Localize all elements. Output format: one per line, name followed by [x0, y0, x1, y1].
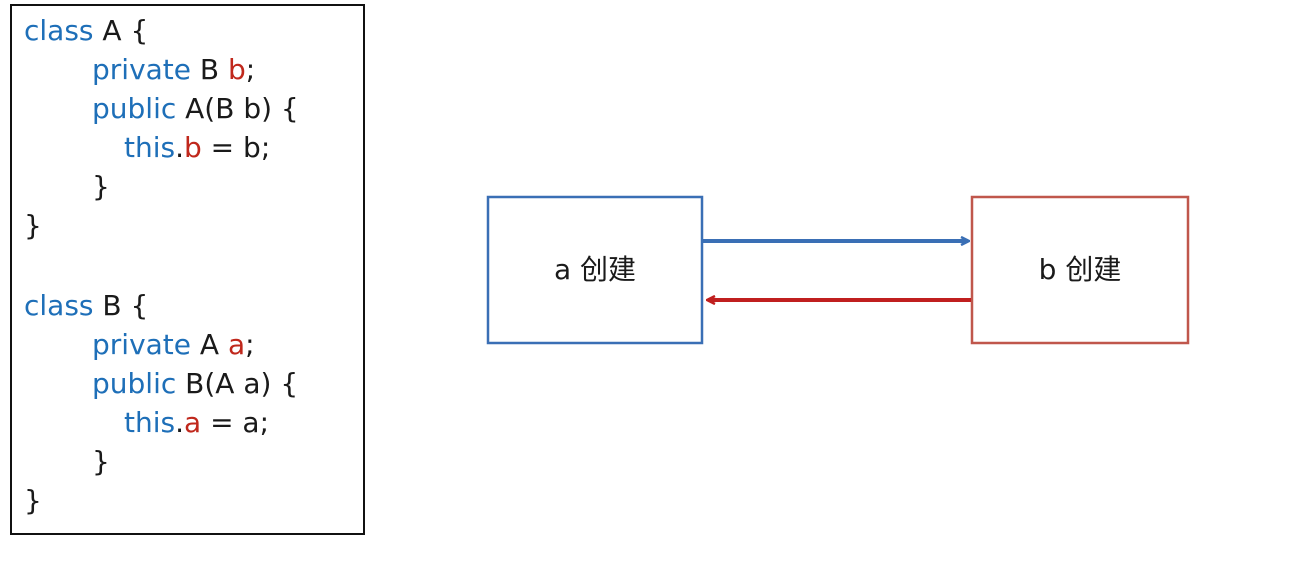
code-keyword: private [92, 328, 191, 361]
code-text: } [24, 209, 42, 242]
code-text: = b; [201, 131, 271, 164]
code-text: ; [245, 328, 255, 361]
code-line: class A { [24, 12, 148, 50]
code-keyword: this [124, 406, 176, 439]
code-text: } [92, 170, 110, 203]
code-text: } [92, 445, 110, 478]
code-text: B [191, 53, 229, 86]
code-text: } [24, 484, 42, 517]
code-line: public A(B b) { [92, 90, 299, 128]
code-line: } [24, 207, 42, 245]
code-line: } [92, 168, 110, 206]
code-line: private A a; [92, 326, 255, 364]
code-text: B { [93, 289, 149, 322]
code-line: this.b = b; [124, 129, 270, 167]
code-keyword: class [24, 289, 94, 322]
code-panel: class A {private B b;public A(B b) {this… [10, 4, 365, 535]
code-line: } [24, 482, 42, 520]
code-text: ; [245, 53, 256, 86]
code-field: a [184, 406, 202, 439]
code-keyword: public [92, 92, 177, 125]
node-a-label: a 创建 [553, 253, 637, 286]
code-line: } [92, 443, 110, 481]
code-keyword: public [92, 367, 177, 400]
code-text: A [191, 328, 228, 361]
code-text: A { [93, 14, 149, 47]
code-line: private B b; [92, 51, 255, 89]
code-line: class B { [24, 287, 148, 325]
code-keyword: private [92, 53, 191, 86]
code-text: B(A a) { [176, 367, 299, 400]
code-text: . [175, 131, 184, 164]
node-b-label: b 创建 [1038, 253, 1122, 286]
code-keyword: class [24, 14, 94, 47]
code-text: = a; [201, 406, 270, 439]
code-text: . [175, 406, 184, 439]
code-line: this.a = a; [124, 404, 269, 442]
code-text: A(B b) { [176, 92, 299, 125]
code-field: b [228, 53, 246, 86]
code-line: public B(A a) { [92, 365, 298, 403]
code-field: b [184, 131, 202, 164]
code-field: a [227, 328, 246, 361]
code-keyword: this [124, 131, 176, 164]
